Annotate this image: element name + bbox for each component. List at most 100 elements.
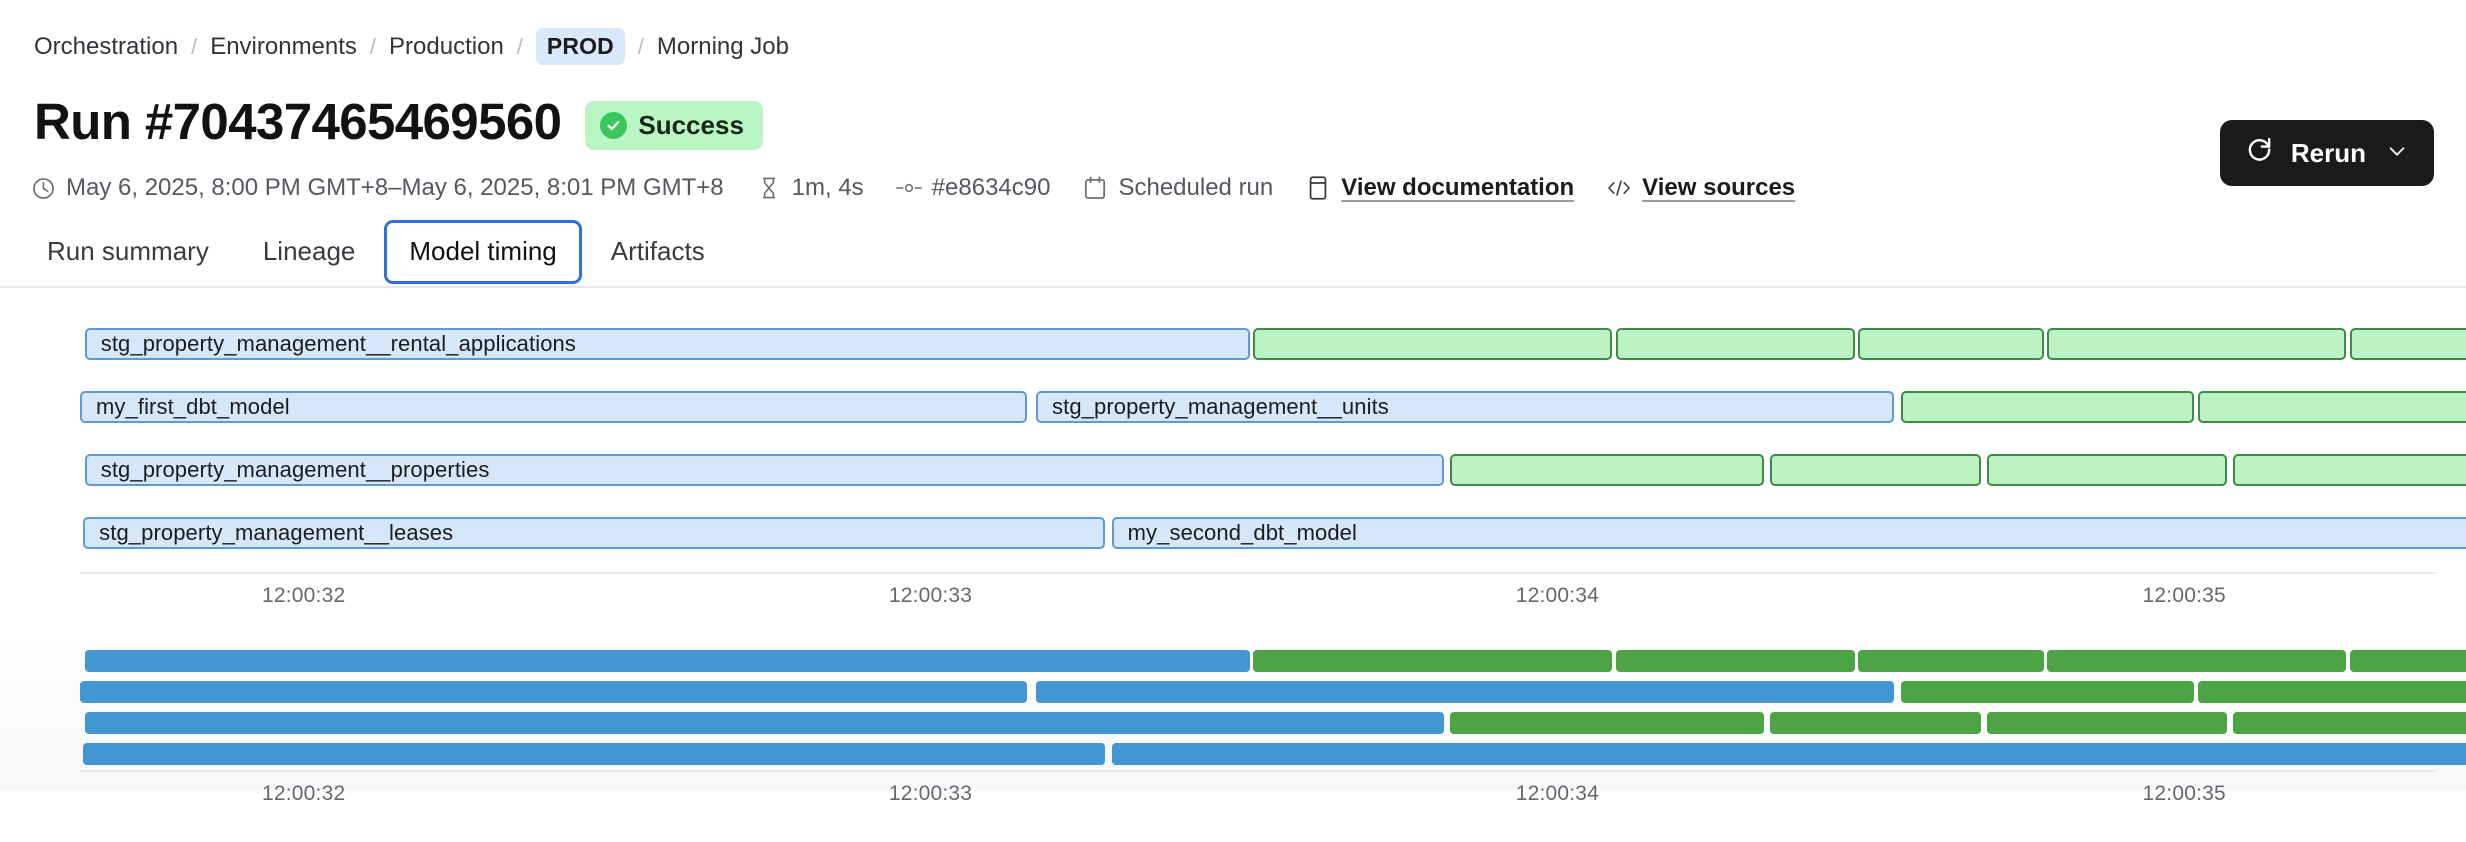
gantt-bar-my_second_dbt_model[interactable]: my_second_dbt_model — [1111, 517, 2466, 549]
breadcrumb-item-prod[interactable]: PROD — [535, 28, 625, 65]
status-label: Success — [638, 109, 744, 140]
page-title: Run #70437465469560 — [34, 93, 562, 150]
breadcrumb-separator: / — [369, 33, 377, 59]
book-icon — [1305, 175, 1331, 201]
gantt-bar[interactable] — [1450, 454, 1764, 486]
tab-lineage[interactable]: Lineage — [238, 220, 381, 284]
meta-commit: #e8634c90 — [895, 172, 1051, 204]
gantt-bar[interactable] — [1900, 391, 2194, 423]
gantt-bar[interactable] — [1615, 328, 1856, 360]
gantt-bar[interactable] — [2349, 328, 2466, 360]
breadcrumb-item-orchestration[interactable]: Orchestration — [34, 32, 179, 60]
breadcrumb-separator: / — [191, 33, 198, 59]
gantt-bar-stg_property_management__units[interactable]: stg_property_management__units — [1036, 391, 1895, 423]
gantt-bar[interactable] — [1769, 712, 1982, 734]
gantt-bar[interactable] — [1253, 650, 1613, 672]
tab-run-summary[interactable]: Run summary — [22, 220, 234, 284]
gantt-bar-stg_property_management__leases[interactable]: stg_property_management__leases — [83, 517, 1106, 549]
axis-rule — [80, 572, 2436, 574]
gantt-bar[interactable] — [2233, 712, 2466, 734]
gantt-bar[interactable] — [1987, 712, 2227, 734]
chevron-down-icon[interactable] — [2386, 138, 2408, 169]
gantt-row: stg_property_management__propertiesfct_l… — [0, 454, 2466, 486]
meta-timerange: May 6, 2025, 8:00 PM GMT+8–May 6, 2025, … — [30, 172, 724, 204]
meta-commit-text: #e8634c90 — [931, 174, 1051, 201]
gantt-bar[interactable] — [1036, 681, 1895, 703]
breadcrumb: Orchestration / Environments / Production / PR… — [34, 28, 789, 65]
gantt-bar-stg_property_management__rental_applications[interactable]: stg_property_management__rental_applicat… — [84, 328, 1251, 360]
refresh-icon — [2245, 135, 2274, 171]
gantt-bar[interactable] — [84, 712, 1444, 734]
gantt-row — [0, 743, 2466, 765]
clock-icon — [30, 175, 56, 201]
calendar-icon — [1082, 175, 1108, 201]
gantt-bar[interactable] — [84, 650, 1251, 672]
breadcrumb-separator: / — [516, 33, 523, 59]
gantt-bar-my_first_dbt_model[interactable]: my_first_dbt_model — [80, 391, 1027, 423]
gantt-bar[interactable] — [1253, 328, 1613, 360]
breadcrumb-item-morning-job: Morning Job — [656, 32, 789, 60]
hourglass-icon — [756, 175, 782, 201]
gantt-row — [0, 681, 2466, 703]
gantt-bar[interactable] — [1858, 650, 2045, 672]
axis-rule — [80, 770, 2436, 772]
meta-duration-text: 1m, 4s — [791, 174, 864, 201]
gantt-bar[interactable] — [2349, 650, 2466, 672]
meta-trigger: Scheduled run — [1082, 172, 1273, 204]
axis-tick-label: 12:00:35 — [2142, 584, 2226, 607]
gantt-row: stg_property_management__leases my_second… — [0, 517, 2466, 549]
gantt-bar[interactable] — [1900, 681, 2194, 703]
breadcrumb-item-production[interactable]: Production — [389, 32, 504, 60]
tab-model-timing[interactable]: Model timing — [384, 220, 582, 284]
meta-sources[interactable]: View sources — [1606, 172, 1795, 204]
axis-tick-label: 12:00:33 — [888, 782, 973, 805]
axis-tick-label: 12:00:32 — [262, 782, 346, 805]
gantt-bar[interactable] — [1858, 328, 2045, 360]
gantt-row: stg_property_management__rental_applicat… — [0, 328, 2466, 360]
breadcrumb-item-environments[interactable]: Environments — [210, 32, 357, 60]
gantt-bar[interactable] — [1769, 454, 1982, 486]
gantt-bar[interactable] — [1111, 743, 2466, 765]
axis-tick-label: 12:00:33 — [888, 584, 973, 607]
gantt-bar[interactable] — [2198, 681, 2466, 703]
gantt-bar-label: stg_property_management__rental_applicat… — [100, 331, 576, 356]
gantt-bar[interactable] — [2233, 454, 2466, 486]
meta-documentation[interactable]: View documentation — [1305, 172, 1574, 204]
title-row: Run #70437465469560 Success — [34, 92, 763, 152]
gantt-bar-label: stg_property_management__units — [1052, 394, 1389, 419]
axis-tick-label: 12:00:34 — [1515, 584, 1600, 607]
gantt-bar[interactable] — [80, 681, 1027, 703]
gantt-bar[interactable] — [1987, 454, 2227, 486]
run-meta-row: May 6, 2025, 8:00 PM GMT+8–May 6, 2025, … — [30, 172, 1827, 204]
gantt-row — [0, 712, 2466, 734]
gantt-bar[interactable] — [1615, 650, 1856, 672]
axis-tick-label: 12:00:32 — [262, 584, 346, 607]
git-commit-icon — [895, 175, 922, 201]
gantt-bar[interactable] — [2047, 328, 2347, 360]
tab-artifacts[interactable]: Artifacts — [586, 220, 730, 284]
code-icon — [1606, 175, 1632, 201]
gantt-bar[interactable] — [83, 743, 1106, 765]
breadcrumb-separator: / — [637, 33, 644, 59]
gantt-bar[interactable] — [1450, 712, 1764, 734]
gantt-bar-label: my_first_dbt_model — [96, 394, 290, 419]
gantt-bar-label: my_second_dbt_model — [1127, 520, 1358, 545]
gantt-bar[interactable] — [2047, 650, 2347, 672]
gantt-bar-label: stg_property_management__properties — [100, 457, 490, 482]
axis-tick-label: 12:00:34 — [1515, 782, 1600, 805]
status-badge: Success — [585, 100, 763, 150]
gantt-row: my_first_dbt_model stg_property_managemen… — [0, 391, 2466, 423]
tabs-divider — [0, 286, 2466, 288]
meta-duration: 1m, 4s — [756, 172, 864, 204]
meta-sources-link[interactable]: View sources — [1642, 174, 1796, 201]
rerun-button[interactable]: Rerun — [2219, 120, 2434, 186]
meta-trigger-text: Scheduled run — [1118, 174, 1274, 201]
rerun-label: Rerun — [2290, 137, 2366, 168]
gantt-row — [0, 650, 2466, 672]
meta-documentation-link[interactable]: View documentation — [1341, 174, 1575, 201]
gantt-bar[interactable] — [2198, 391, 2466, 423]
check-circle-icon — [600, 111, 628, 139]
gantt-bar-stg_property_management__properties[interactable]: stg_property_management__properties — [84, 454, 1444, 486]
